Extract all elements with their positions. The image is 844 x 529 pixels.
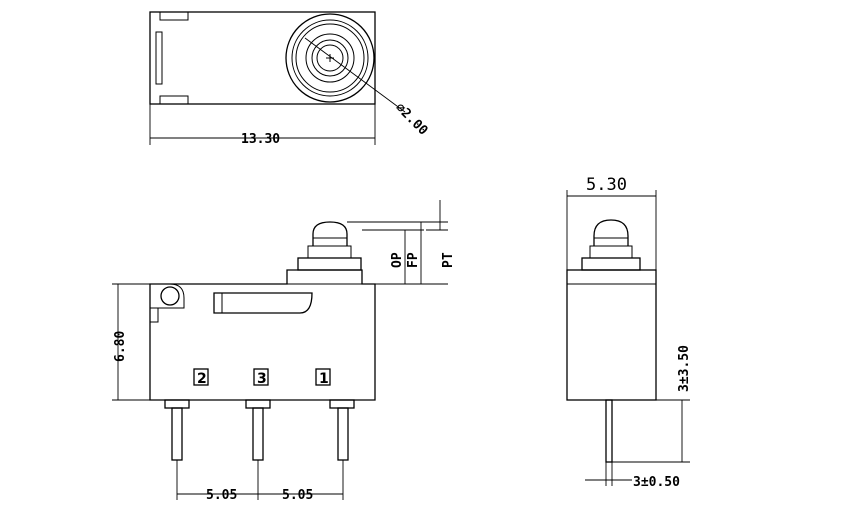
top-latch-lower <box>159 95 189 105</box>
op-label: OP <box>390 252 405 268</box>
plunger-top-circles <box>285 13 375 103</box>
side-plunger <box>581 219 641 271</box>
pin-pitch-left-label: 5.05 <box>206 488 237 503</box>
width-label: 5.30 <box>586 175 627 195</box>
pin-2-box <box>193 368 209 386</box>
diameter-label: ⌀2.00 <box>392 100 430 138</box>
diameter-leader <box>304 37 406 113</box>
side-view-body <box>566 269 657 401</box>
plunger <box>297 221 362 271</box>
front-view: 2 3 1 6.80 OP FP PT <box>112 200 456 503</box>
pin-3-box <box>253 368 269 386</box>
top-latch-upper <box>159 11 189 21</box>
pin-1-label: 1 <box>319 371 329 387</box>
top-view: ⌀2.00 13.30 <box>149 11 431 147</box>
top-view-body <box>149 11 376 105</box>
pin-2-label: 2 <box>197 371 207 387</box>
length-label: 13.30 <box>241 132 280 147</box>
pin-thickness-label: 3±0.50 <box>633 475 680 490</box>
pin-length-label: 3±3.50 <box>677 345 692 392</box>
pin-3-label: 3 <box>257 371 267 387</box>
top-slot <box>155 31 163 85</box>
side-pin <box>605 399 613 463</box>
pins <box>164 399 355 461</box>
actuator-slot <box>213 292 313 314</box>
pt-label: PT <box>441 252 456 268</box>
fp-label: FP <box>406 252 421 268</box>
pin-pitch-right-label: 5.05 <box>282 488 313 503</box>
height-label: 6.80 <box>113 331 128 362</box>
pin-1-box <box>315 368 331 386</box>
pivot-hole <box>160 286 180 306</box>
side-view: 5.30 3±3.50 3±0.50 <box>566 175 692 490</box>
